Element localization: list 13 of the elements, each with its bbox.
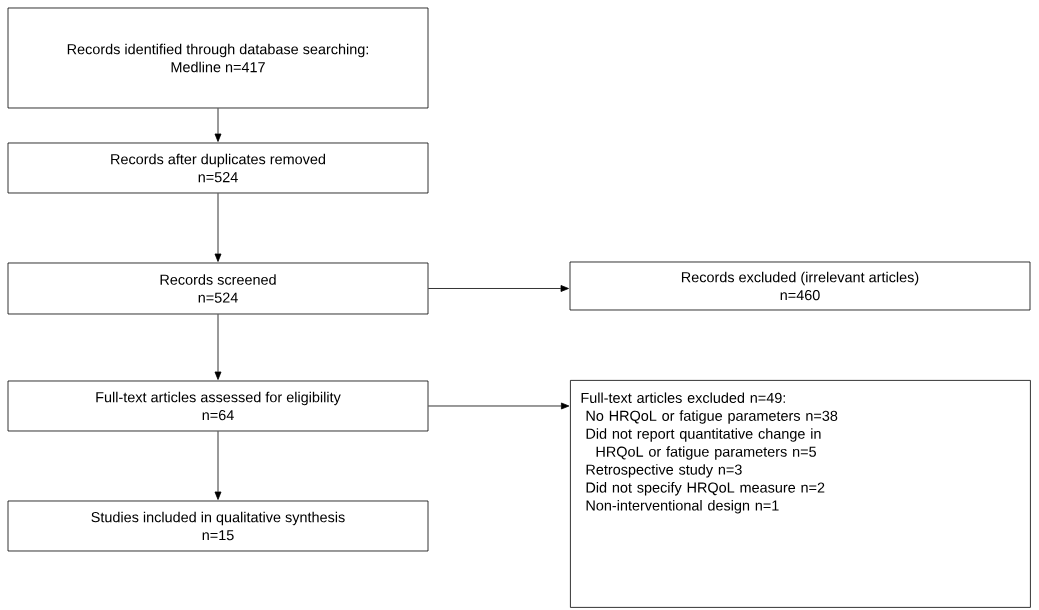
arrow [428,402,570,410]
process-box: Records identified through database searching: Medline n=417 [7,7,429,109]
process-box: Studies included in qualitative synthesis n=15 [7,500,429,552]
arrow [214,193,222,262]
arrow [214,314,222,380]
process-box: Full-text articles excluded n=49: No HRQoL or fatigue parameters n=38 Did not report quantitative change in HRQoL or fatigue parameters n=5 Retrospective study n=3 Did not specify HRQoL measure n=2 Non-interventional design n=1 [570,380,1031,608]
process-box: Records screened n=524 [7,262,429,315]
arrow [428,285,569,292]
process-box: Full-text articles assessed for eligibility n=64 [7,380,429,432]
arrow [214,108,222,142]
process-box: Records excluded (irrelevant articles) n=460 [569,261,1031,311]
process-box: Records after duplicates removed n=524 [7,142,429,194]
arrow [214,431,222,500]
